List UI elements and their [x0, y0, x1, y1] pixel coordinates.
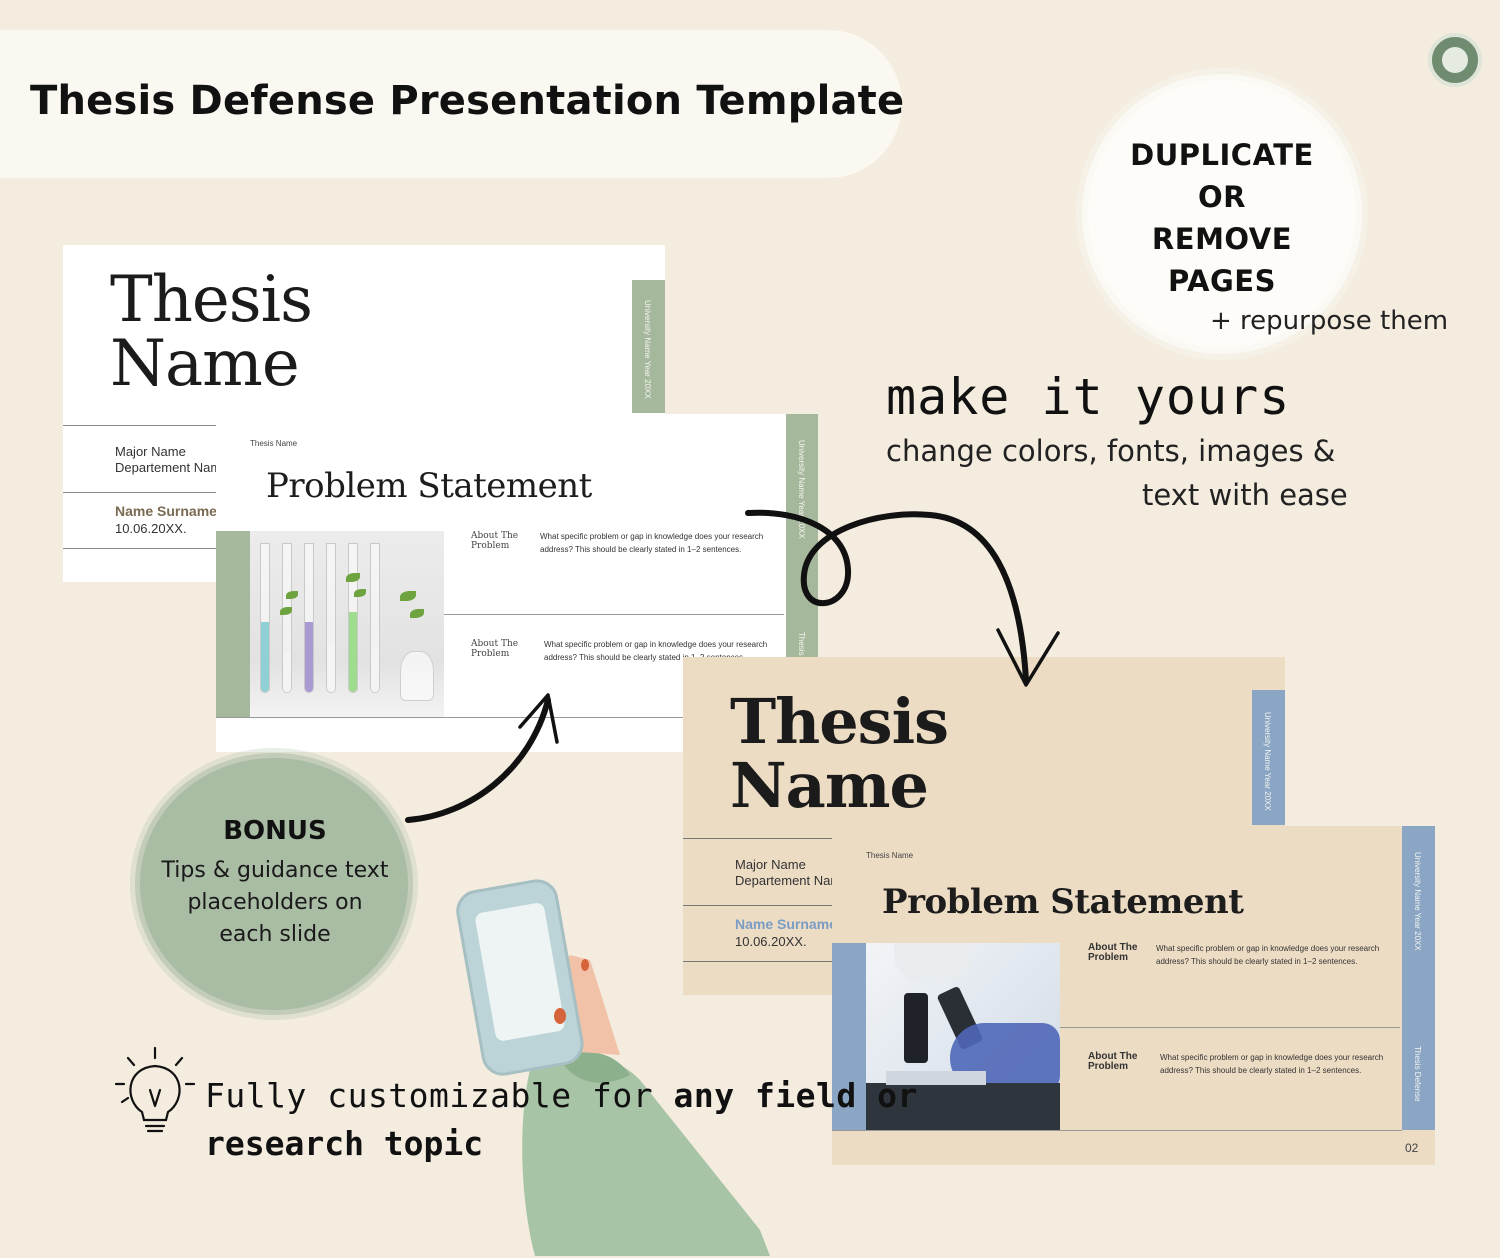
divider	[444, 614, 784, 615]
divider	[832, 1130, 1402, 1131]
title-line: Name	[730, 749, 929, 822]
divider	[683, 838, 833, 839]
divider	[216, 717, 784, 718]
left-band	[216, 531, 250, 717]
left-band	[832, 943, 866, 1130]
change-text-line2: text with ease	[1142, 478, 1348, 512]
about-description: What specific problem or gap in knowledg…	[540, 532, 764, 554]
side-band	[786, 414, 818, 657]
major-info: Major Name Departement Name	[115, 444, 217, 476]
page-title: Thesis Defense Presentation Template	[30, 78, 905, 124]
major-info: Major Name Departement Name	[735, 857, 832, 889]
test-tubes-photo	[250, 531, 444, 717]
about-description: What specific problem or gap in knowledg…	[544, 640, 768, 662]
about-label: About The Problem	[1088, 942, 1138, 963]
phone-hand-illustration	[456, 879, 770, 1256]
slide-cover-title: Thesis Name	[730, 685, 949, 822]
side-band-label: University Name Year 20XX	[643, 300, 652, 399]
repurpose-text: + repurpose them	[1210, 306, 1449, 336]
duplicate-line: REMOVE	[1151, 222, 1293, 256]
side-band	[1252, 690, 1285, 825]
divider	[63, 548, 218, 549]
divider	[683, 905, 833, 906]
slide-problem-title: Problem Statement	[882, 882, 1244, 922]
about-description: What specific problem or gap in knowledg…	[1160, 1053, 1384, 1075]
side-band-label: University Name Year 20XX	[1413, 852, 1422, 951]
duplicate-badge	[1088, 80, 1356, 348]
major-name: Major Name	[735, 857, 806, 872]
major-name: Major Name	[115, 444, 186, 459]
bonus-text: Tips & guidance text placeholders on eac…	[150, 855, 400, 951]
side-band	[1402, 826, 1435, 1130]
duplicate-text: DUPLICATE OR REMOVE PAGES	[1100, 134, 1344, 302]
about-label: About The Problem	[471, 639, 519, 659]
bonus-title: BONUS	[223, 816, 327, 846]
make-it-yours-heading: make it yours	[886, 368, 1291, 426]
bonus-line: each slide	[219, 922, 331, 947]
bonus-badge	[140, 758, 408, 1010]
date: 10.06.20XX.	[115, 521, 187, 536]
date: 10.06.20XX.	[735, 934, 807, 949]
duplicate-line: DUPLICATE	[1130, 138, 1314, 172]
bonus-line: Tips & guidance text	[161, 858, 389, 883]
lightbulb-icon	[114, 1046, 196, 1133]
title-line: Name	[110, 327, 300, 401]
slide-small-label: Thesis Name	[250, 439, 298, 448]
bonus-line: placeholders on	[187, 890, 363, 915]
divider	[683, 961, 833, 962]
slide-cover-title: Thesis Name	[110, 263, 313, 401]
customizable-regular: Fully customizable for	[205, 1076, 674, 1115]
department-name: Departement Name	[735, 873, 832, 888]
divider	[63, 425, 218, 426]
about-label: About The Problem	[471, 531, 519, 551]
side-band	[632, 280, 665, 413]
title-line: Thesis	[110, 263, 313, 337]
divider	[63, 492, 218, 493]
side-band-label: University Name Year 20XX	[797, 440, 806, 539]
change-text-line1: change colors, fonts, images &	[886, 434, 1336, 468]
slide-problem-title: Problem Statement	[266, 466, 592, 506]
customizable-bold: any field or	[673, 1076, 918, 1115]
logo-badge-icon	[1428, 33, 1482, 87]
microscope-photo	[866, 943, 1060, 1130]
author-name: Name Surname	[735, 916, 832, 932]
page-number: 02	[1405, 1141, 1419, 1155]
title-line: Thesis	[730, 685, 949, 758]
side-band-label: University Name Year 20XX	[1263, 712, 1272, 811]
side-band-label: Thesis Defense	[1413, 1046, 1422, 1102]
author-name: Name Surname	[115, 503, 217, 519]
customizable-line2: research topic	[205, 1124, 484, 1163]
department-name: Departement Name	[115, 460, 217, 475]
customizable-line1: Fully customizable for any field or	[205, 1076, 918, 1115]
divider	[1060, 1027, 1400, 1028]
duplicate-line: OR	[1198, 180, 1246, 214]
about-label: About The Problem	[1088, 1051, 1138, 1072]
slide-small-label: Thesis Name	[866, 851, 914, 860]
title-banner	[0, 30, 902, 178]
about-description: What specific problem or gap in knowledg…	[1156, 944, 1380, 966]
duplicate-line: PAGES	[1167, 264, 1277, 298]
